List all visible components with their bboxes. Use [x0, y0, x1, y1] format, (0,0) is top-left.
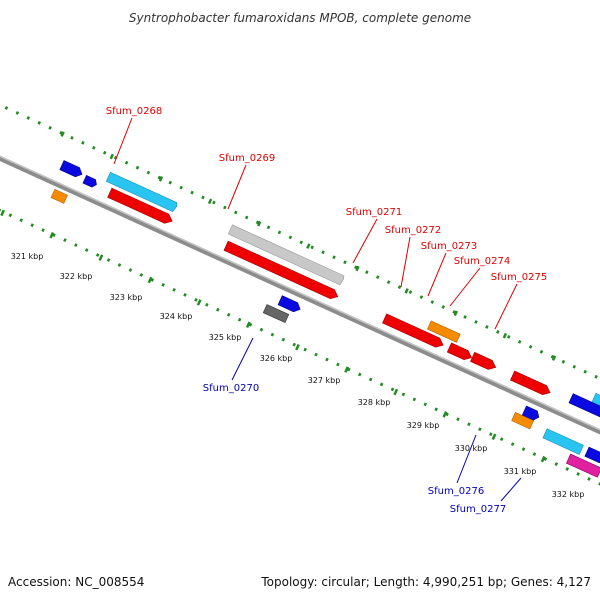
callout-line-0273 [427, 252, 447, 297]
gene-label-sfum-0277[interactable]: Sfum_0277 [450, 504, 506, 515]
gene-blue-left-2[interactable] [82, 175, 98, 188]
gene-sfum-0274[interactable] [470, 351, 497, 372]
inner-tick [442, 411, 448, 418]
callout-line-0272 [400, 236, 411, 288]
gene-label-sfum-0270[interactable]: Sfum_0270 [203, 383, 259, 394]
outer-ticks [60, 131, 557, 361]
genome-backbone-highlight [0, 144, 600, 461]
gene-sfum-0275[interactable] [510, 370, 552, 397]
callout-line-0275 [494, 283, 518, 330]
kbp-label: 328 kbp [358, 398, 391, 407]
gene-sfum-0268-outer[interactable] [105, 171, 178, 213]
inner-tick [344, 366, 349, 373]
kbp-label: 329 kbp [407, 421, 440, 430]
gene-sfum-0270-b[interactable] [262, 304, 290, 324]
outer-tick [60, 131, 65, 137]
genome-summary-text: Topology: circular; Length: 4,990,251 bp… [260, 575, 591, 589]
gene-sfum-0273[interactable] [446, 342, 473, 362]
map-title: Syntrophobacter fumaroxidans MPOB, compl… [129, 11, 471, 25]
outer-tick [355, 265, 360, 272]
gene-sfum-0276[interactable] [521, 405, 541, 422]
outer-tick [306, 243, 311, 249]
gene-blue-far-right[interactable] [584, 446, 600, 464]
gene-magenta[interactable] [566, 453, 600, 478]
kbp-label: 332 kbp [552, 490, 585, 499]
inner-tick [0, 209, 6, 217]
gene-label-sfum-0269[interactable]: Sfum_0269 [219, 153, 275, 164]
inner-tick [98, 254, 104, 261]
gene-0277-outer[interactable] [591, 392, 600, 421]
gene-orange-left[interactable] [50, 188, 68, 204]
gene-label-sfum-0272[interactable]: Sfum_0272 [385, 225, 441, 236]
gene-blue-right[interactable] [568, 393, 600, 421]
gene-label-sfum-0271[interactable]: Sfum_0271 [346, 207, 402, 218]
callout-line-0270 [231, 337, 254, 381]
kbp-label: 324 kbp [160, 312, 193, 321]
outer-tick [404, 288, 409, 294]
inner-ticks [0, 209, 546, 463]
track-group [0, 101, 600, 507]
inner-tick [147, 276, 153, 284]
callouts-top [113, 117, 518, 330]
inner-tick [196, 299, 202, 306]
inner-tick [295, 343, 300, 351]
gene-labels-bottom: Sfum_0270 Sfum_0276 Sfum_0277 [203, 383, 506, 515]
outer-tick [502, 332, 508, 339]
accession-text: Accession: NC_008554 [8, 575, 144, 589]
gene-label-sfum-0275[interactable]: Sfum_0275 [491, 272, 547, 283]
gene-label-sfum-0268[interactable]: Sfum_0268 [106, 106, 162, 117]
kbp-label: 323 kbp [110, 293, 143, 302]
gene-sfum-0277[interactable] [542, 428, 584, 455]
outer-tick [453, 310, 458, 317]
genome-backbone [0, 144, 600, 465]
gene-sfum-0268[interactable] [107, 187, 175, 226]
gene-sfum-0269-outer[interactable] [227, 224, 345, 286]
gene-labels-top: Sfum_0268 Sfum_0269 Sfum_0271 Sfum_0272 … [106, 106, 547, 283]
outer-tick [207, 198, 213, 205]
inner-tick [245, 321, 251, 329]
gene-sfum-0269[interactable] [223, 240, 340, 301]
inner-tick [491, 433, 497, 441]
kbp-label: 322 kbp [60, 272, 93, 281]
callout-line-0271 [352, 218, 378, 264]
outer-tick [551, 355, 557, 361]
inner-tick [393, 388, 399, 396]
kbp-label: 326 kbp [260, 354, 293, 363]
outer-tick [257, 220, 262, 227]
callouts-bottom [231, 337, 522, 502]
gene-sfum-0270[interactable] [277, 295, 302, 314]
gene-sfum-0272[interactable] [427, 320, 461, 343]
kbp-label: 330 kbp [455, 444, 488, 453]
kbp-label: 331 kbp [504, 467, 537, 476]
callout-line-0269 [227, 164, 247, 210]
gene-blue-left[interactable] [59, 160, 84, 179]
gene-sfum-0276-b[interactable] [511, 412, 534, 430]
callout-line-0274 [449, 267, 481, 307]
gene-label-sfum-0274[interactable]: Sfum_0274 [454, 256, 510, 267]
kbp-label: 327 kbp [308, 376, 341, 385]
outer-tick [109, 153, 114, 160]
callout-line-0277 [500, 477, 522, 502]
inner-tick [540, 455, 546, 463]
gene-label-sfum-0273[interactable]: Sfum_0273 [421, 241, 477, 252]
gene-label-sfum-0276[interactable]: Sfum_0276 [428, 486, 484, 497]
kbp-label: 325 kbp [209, 333, 242, 342]
gene-sfum-0271[interactable] [382, 313, 445, 350]
callout-line-0268 [113, 117, 133, 165]
kbp-labels: 321 kbp 322 kbp 323 kbp 324 kbp 325 kbp … [11, 252, 585, 499]
inner-tick [49, 231, 55, 239]
kbp-label: 321 kbp [11, 252, 44, 261]
inner-ruler [0, 188, 600, 507]
callout-line-0276 [456, 434, 477, 484]
outer-tick [158, 176, 164, 182]
